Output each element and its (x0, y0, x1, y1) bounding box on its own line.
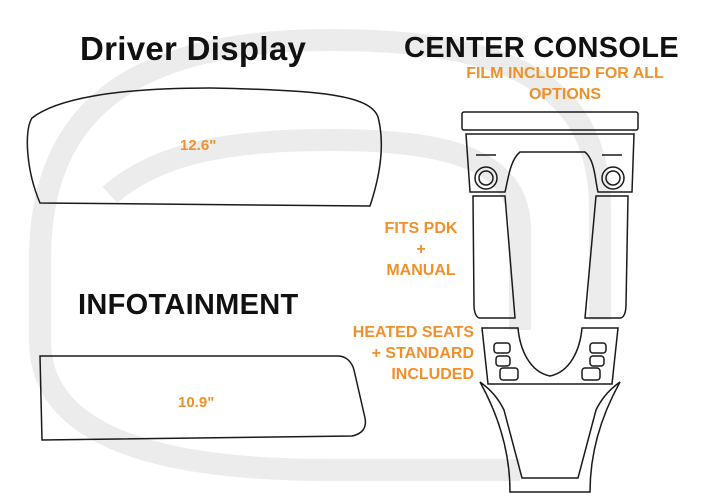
console-right-panel (584, 195, 629, 319)
film-note-line-2: OPTIONS (528, 86, 601, 103)
heated-note: HEATED SEATS + STANDARD INCLUDED (350, 322, 474, 385)
infotainment-outline (39, 355, 367, 441)
console-left-panel (472, 195, 516, 319)
console-switch-panel (465, 133, 635, 193)
fits-note-line-2: + (416, 241, 426, 258)
right-knob (601, 166, 625, 190)
heated-note-line-2: + STANDARD (371, 345, 474, 362)
left-knob (474, 166, 498, 190)
film-note: FILM INCLUDED FOR ALL OPTIONS (434, 63, 696, 105)
center-console-title: CENTER CONSOLE (404, 32, 679, 64)
infotainment-title: INFOTAINMENT (78, 289, 299, 321)
console-top-strip (461, 111, 639, 131)
fits-note-line-3: MANUAL (386, 262, 456, 279)
infotainment-size: 10.9" (178, 394, 215, 411)
heated-note-line-1: HEATED SEATS (352, 324, 474, 341)
film-note-line-1: FILM INCLUDED FOR ALL (466, 65, 664, 82)
console-bottom-trim (479, 381, 621, 493)
driver-display-outline (26, 87, 382, 207)
driver-display-title: Driver Display (80, 30, 307, 67)
fits-note: FITS PDK + MANUAL (376, 218, 466, 281)
center-console-outline (461, 111, 639, 493)
console-lower-panel (481, 327, 619, 385)
heated-note-line-3: INCLUDED (391, 366, 474, 383)
driver-display-size: 12.6" (180, 137, 217, 154)
fits-note-line-1: FITS PDK (384, 220, 458, 237)
